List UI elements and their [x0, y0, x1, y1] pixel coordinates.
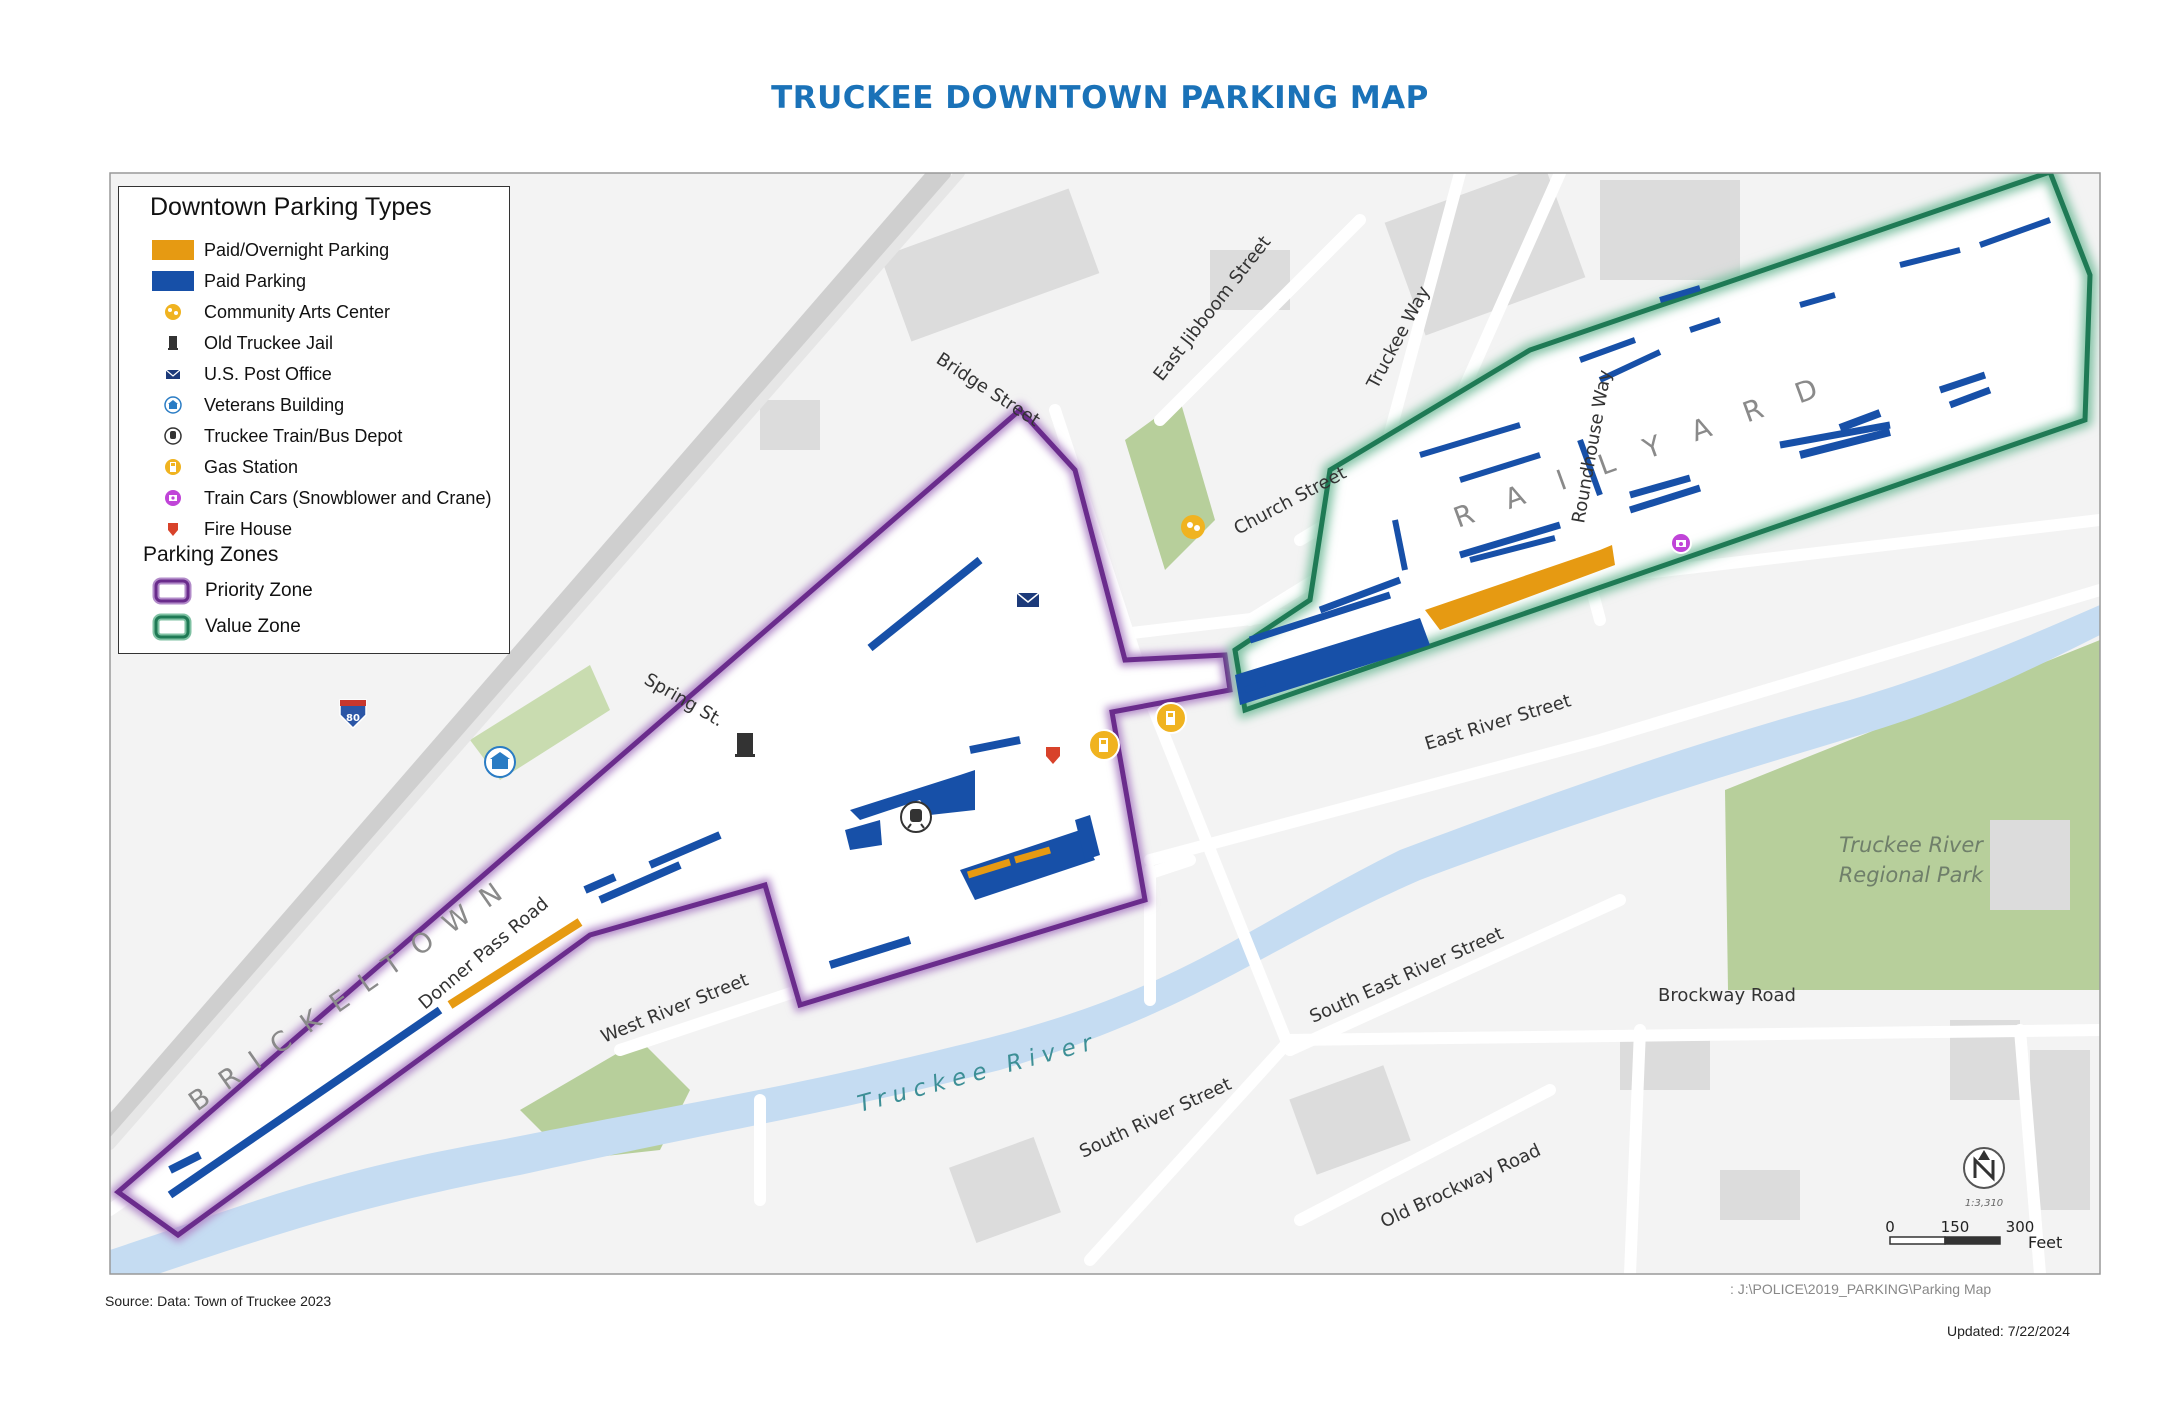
theater-masks-icon [1181, 515, 1205, 539]
camera-icon [1670, 532, 1692, 554]
interstate-label: 80 [346, 713, 360, 724]
updated-date: Updated: 7/22/2024 [1947, 1323, 2070, 1339]
legend-item-value-zone: Value Zone [149, 611, 301, 643]
legend-label: U.S. Post Office [204, 363, 332, 384]
roundabout [1340, 450, 1400, 510]
legend-label: Community Arts Center [204, 301, 391, 322]
legend-label: Truckee Train/Bus Depot [204, 425, 403, 446]
legend-zones-title: Parking Zones [143, 543, 279, 566]
legend-label: Gas Station [204, 456, 299, 477]
label-regional-park-2: Regional Park [1839, 863, 1984, 887]
roads [110, 173, 2100, 1274]
legend-item-fire-house: Fire House [119, 516, 292, 542]
legend-item-paid-overnight: Paid/Overnight Parking [119, 237, 389, 263]
overnight-parking [447, 545, 1615, 1009]
legend-label: Paid Parking [204, 270, 307, 291]
legend-item-depot: Truckee Train/Bus Depot [119, 423, 402, 449]
map-icons [484, 515, 1692, 833]
north-arrow-icon [1963, 1147, 2005, 1189]
building-icon [484, 746, 516, 778]
truckee-river [110, 605, 2100, 1274]
legend-item-arts: Community Arts Center [119, 299, 390, 325]
label-brockway-road: Brockway Road [1658, 985, 1796, 1006]
envelope-icon [165, 369, 181, 379]
legend-item-gas: Gas Station [119, 454, 298, 480]
legend-label: Old Truckee Jail [204, 332, 334, 353]
scale-ratio: 1:3,310 [1965, 1198, 2003, 1209]
value-zone-fill [1235, 173, 2090, 710]
scale-bar: 0 150 300 Feet [1885, 1218, 2062, 1252]
value-zone-outline [1232, 173, 2093, 714]
scale-tick-0: 0 [1885, 1218, 1895, 1236]
legend-label: Priority Zone [205, 580, 313, 601]
file-path: : J:\POLICE\2019_PARKING\Parking Map [1730, 1281, 1992, 1297]
legend-item-priority-zone: Priority Zone [149, 575, 313, 607]
scale-tick-300: 300 [2006, 1218, 2035, 1236]
jail-icon [735, 733, 755, 757]
legend-item-jail: Old Truckee Jail [119, 330, 333, 356]
fuel-pump-icon [165, 459, 181, 475]
legend-label: Value Zone [205, 616, 301, 637]
legend-label: Paid/Overnight Parking [204, 239, 390, 260]
camera-icon [165, 490, 181, 506]
orange-swatch [152, 240, 194, 260]
value-zone-swatch [152, 613, 192, 641]
scale-unit: Feet [2028, 1233, 2062, 1252]
fuel-pump-icon [1088, 729, 1120, 761]
fire-shield-icon [165, 521, 181, 537]
blue-swatch [152, 271, 194, 291]
priority-zone-swatch [152, 577, 192, 605]
legend-item-train-cars: Train Cars (Snowblower and Crane) [119, 485, 491, 511]
legend-label: Fire House [204, 518, 293, 539]
paid-parking [167, 217, 2052, 1199]
source-note: Source: Data: Town of Truckee 2023 [105, 1293, 332, 1309]
legend-item-paid: Paid Parking [119, 268, 306, 294]
jail-icon [168, 336, 178, 350]
legend: Downtown Parking Types Paid/Overnight Pa… [118, 186, 510, 654]
priority-zone-outline [113, 406, 1233, 1239]
legend-label: Train Cars (Snowblower and Crane) [204, 487, 492, 508]
legend-title: Downtown Parking Types [150, 193, 432, 221]
map-frame [109, 172, 2101, 1275]
fire-shield-icon [1042, 743, 1064, 765]
legend-item-veterans: Veterans Building [119, 392, 344, 418]
train-icon [900, 801, 932, 833]
map-title: TRUCKEE DOWNTOWN PARKING MAP [771, 80, 1429, 116]
fuel-pump-icon-2 [1155, 702, 1187, 734]
scale-tick-150: 150 [1941, 1218, 1970, 1236]
train-icon [164, 427, 182, 445]
building-icon [164, 396, 182, 414]
legend-item-post-office: U.S. Post Office [119, 361, 332, 387]
interstate-shield: 80 [339, 699, 367, 730]
envelope-icon [1016, 592, 1040, 607]
label-regional-park-1: Truckee River [1839, 833, 1984, 857]
theater-masks-icon [165, 304, 181, 320]
legend-label: Veterans Building [204, 394, 345, 415]
